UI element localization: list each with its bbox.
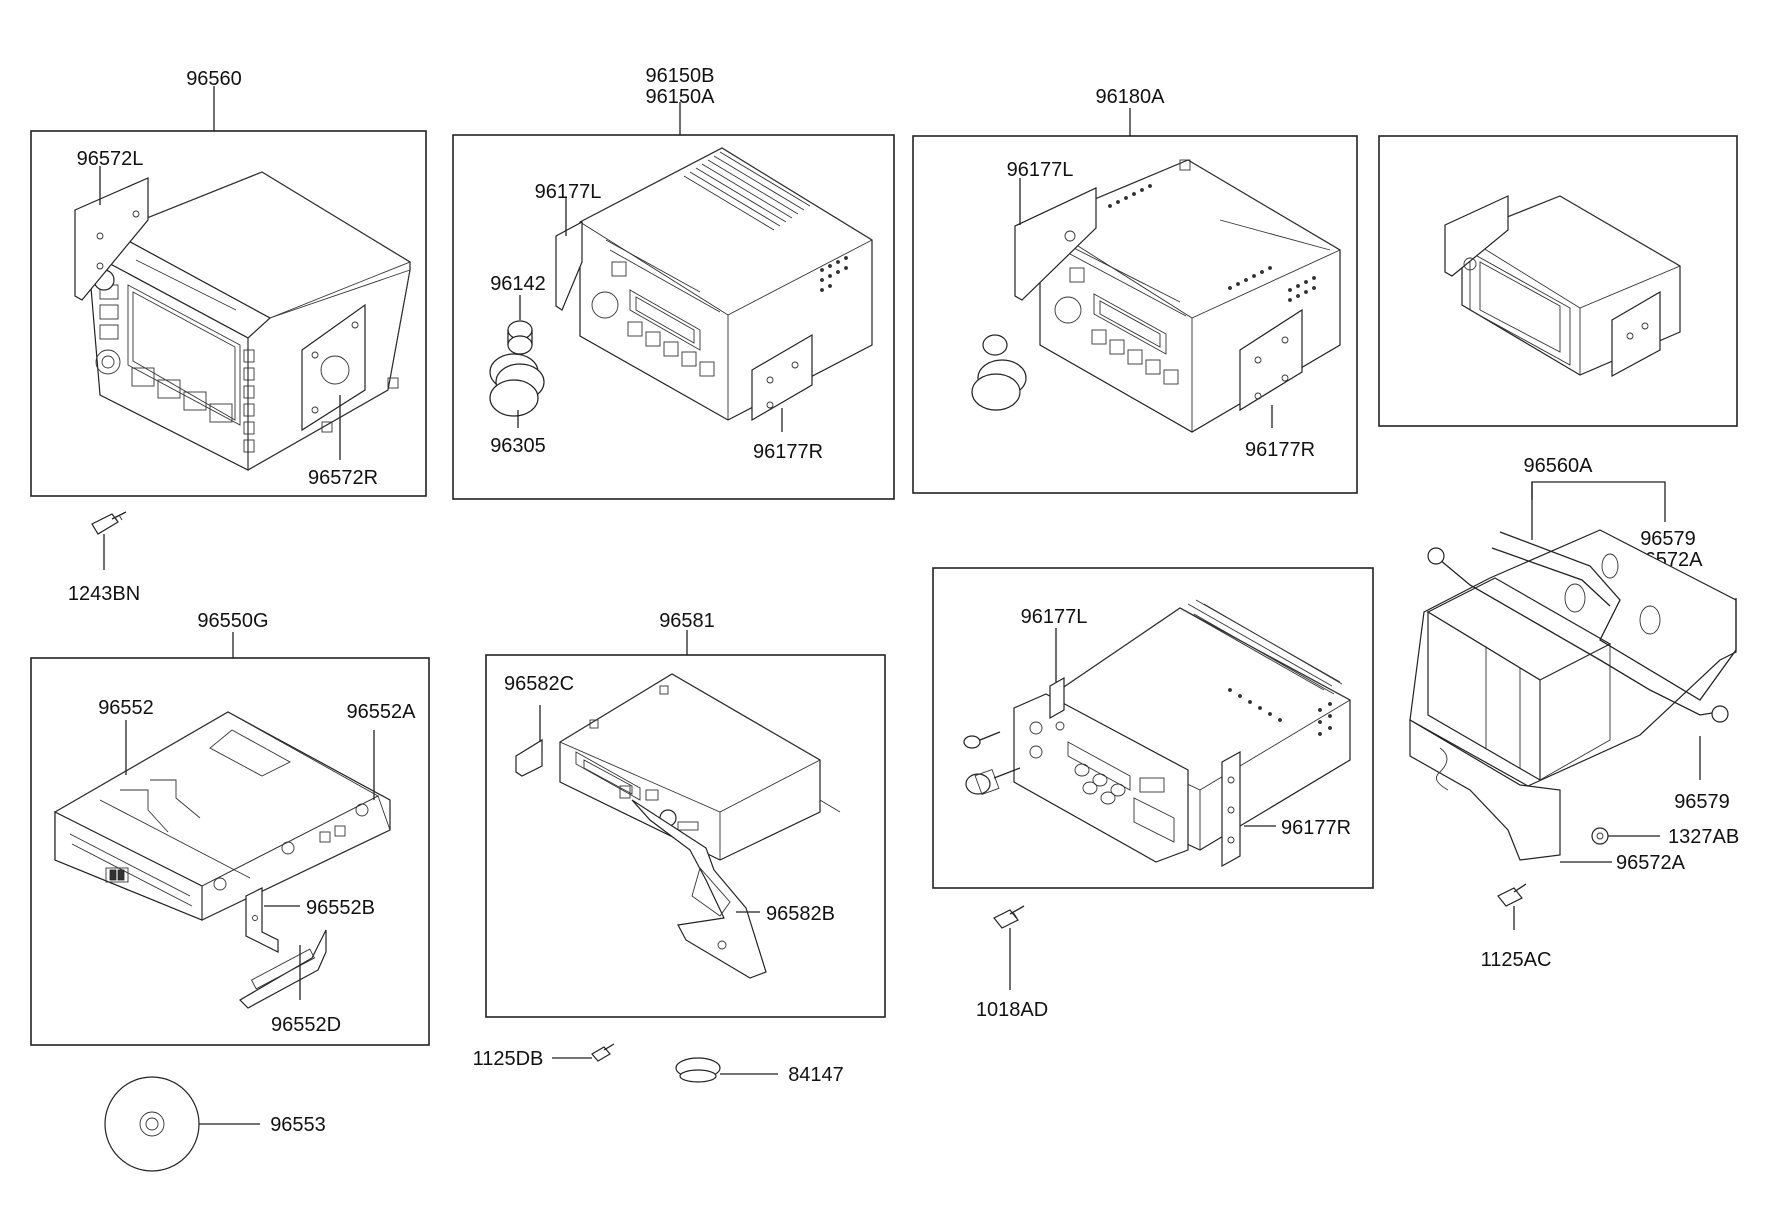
bracket-96177R-c bbox=[1221, 750, 1241, 868]
label-96180A: 96180A bbox=[1096, 86, 1166, 108]
assembly-96560A: 96560A 96579 96572A 96579 bbox=[1409, 455, 1739, 971]
label-96572L: 96572L bbox=[77, 148, 144, 170]
assembly-96560: 96560 bbox=[30, 68, 427, 497]
screw-1018AD: 1018AD bbox=[976, 905, 1048, 1021]
screw-1125DB: 1125DB bbox=[473, 1043, 615, 1070]
label-96150A: 96150A bbox=[646, 86, 716, 108]
label-1018AD: 1018AD bbox=[976, 999, 1048, 1021]
label-96582C: 96582C bbox=[504, 673, 574, 695]
tape-radio-unit bbox=[1013, 599, 1351, 863]
bracket-96572L bbox=[74, 177, 149, 301]
dvd-drive-unit bbox=[54, 711, 391, 921]
label-96177L-b: 96177L bbox=[1007, 159, 1074, 181]
bracket-96177L-a bbox=[555, 220, 583, 311]
knob-b bbox=[971, 359, 1027, 411]
bracket-96552D bbox=[239, 929, 327, 1009]
assembly-dvd-nav bbox=[1378, 135, 1738, 427]
frame-96150 bbox=[452, 134, 895, 500]
knob-96305 bbox=[489, 353, 545, 417]
screw-1125AC bbox=[1497, 883, 1527, 907]
bracket-96582B bbox=[631, 799, 767, 979]
knob-cap-c bbox=[963, 731, 1001, 749]
label-96177R-b: 96177R bbox=[1245, 439, 1315, 461]
bracket-96177L-b bbox=[1014, 187, 1097, 301]
label-96177R-a: 96177R bbox=[753, 441, 823, 463]
label-84147: 84147 bbox=[788, 1064, 844, 1086]
bracket-96177R-b bbox=[1239, 308, 1303, 412]
frame-96560 bbox=[30, 130, 427, 497]
label-96305: 96305 bbox=[490, 435, 546, 457]
label-96572R: 96572R bbox=[308, 467, 378, 489]
label-96177L-a: 96177L bbox=[535, 181, 602, 203]
module-96581 bbox=[559, 673, 841, 861]
frame-dvd-nav bbox=[1378, 135, 1738, 427]
cassette-head-unit bbox=[579, 147, 873, 421]
bracket-96177R-a bbox=[751, 333, 813, 422]
label-96177R-c: 96177R bbox=[1281, 817, 1351, 839]
assembly-96550G: 96550G 96552 96552A bbox=[30, 610, 430, 1046]
label-96582B: 96582B bbox=[766, 903, 835, 925]
disc-96553: 96553 bbox=[104, 1076, 326, 1172]
knob-cap-96142 bbox=[507, 320, 533, 355]
label-96552A: 96552A bbox=[347, 701, 417, 723]
screw-1243BN: 1243BN bbox=[68, 511, 140, 605]
nut-1327AB bbox=[1591, 827, 1609, 845]
label-96560A: 96560A bbox=[1524, 455, 1594, 477]
frame-96180A bbox=[912, 135, 1358, 494]
bracket-96582C bbox=[515, 738, 543, 777]
label-96142: 96142 bbox=[490, 273, 546, 295]
label-1327AB: 1327AB bbox=[1668, 826, 1739, 848]
assembly-96150: 96150B 96150A bbox=[452, 65, 895, 500]
frame-tape-radio bbox=[932, 567, 1374, 889]
label-96150B: 96150B bbox=[646, 65, 715, 87]
frame-96550G bbox=[30, 657, 430, 1046]
label-96560: 96560 bbox=[186, 68, 242, 90]
bracket-96552B bbox=[245, 887, 279, 953]
label-96552D: 96552D bbox=[271, 1014, 341, 1036]
label-96581: 96581 bbox=[659, 610, 715, 632]
assembly-96180A: 96180A bbox=[912, 86, 1358, 494]
cd-changer-unit bbox=[1409, 529, 1737, 861]
label-1125AC: 1125AC bbox=[1481, 949, 1552, 971]
label-96550G: 96550G bbox=[197, 610, 268, 632]
bracket-96572R bbox=[301, 303, 399, 433]
label-1243BN: 1243BN bbox=[68, 583, 140, 605]
assembly-tape-radio: 96177L 96177R bbox=[932, 567, 1374, 889]
label-96552: 96552 bbox=[98, 697, 154, 719]
assembly-96581: 96581 96582C 96582B bbox=[485, 610, 886, 1018]
grommet-84147: 84147 bbox=[675, 1057, 844, 1086]
frame-96581 bbox=[485, 654, 886, 1018]
knob-c bbox=[965, 767, 1021, 796]
label-96553: 96553 bbox=[270, 1114, 326, 1136]
label-96177L-c: 96177L bbox=[1021, 606, 1088, 628]
knob-cap-b bbox=[982, 334, 1008, 356]
label-1125DB: 1125DB bbox=[473, 1048, 544, 1070]
label-96579-top: 96579 bbox=[1640, 528, 1696, 550]
bracket-96177L-c bbox=[1049, 676, 1065, 720]
label-96579-side: 96579 bbox=[1674, 791, 1730, 813]
label-96572A-side: 96572A bbox=[1616, 852, 1686, 874]
label-96552B: 96552B bbox=[306, 897, 375, 919]
